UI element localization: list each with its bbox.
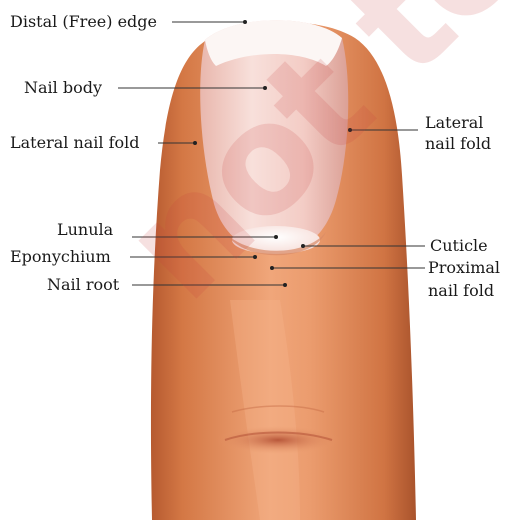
- label-lunula: Lunula: [57, 221, 113, 239]
- label-lateral-fold-right-1: Lateral: [425, 114, 483, 132]
- label-proximal-fold-1: Proximal: [428, 259, 500, 277]
- label-eponychium: Eponychium: [10, 248, 111, 266]
- label-cuticle: Cuticle: [430, 237, 488, 255]
- label-lateral-fold-right-2: nail fold: [425, 135, 491, 153]
- label-nail-body: Nail body: [24, 79, 102, 97]
- label-lateral-fold-left: Lateral nail fold: [10, 134, 140, 152]
- label-distal-edge: Distal (Free) edge: [10, 13, 157, 31]
- knuckle-crease: [216, 426, 340, 454]
- label-nail-root: Nail root: [47, 276, 119, 294]
- label-proximal-fold-2: nail fold: [428, 282, 494, 300]
- lunula-shape: [232, 226, 320, 254]
